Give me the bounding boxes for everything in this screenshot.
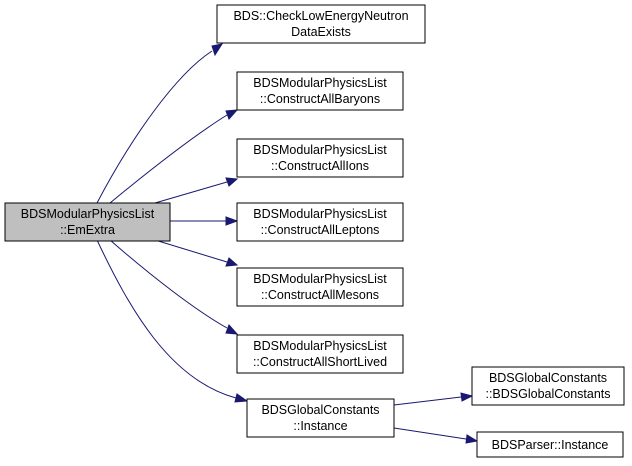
node-label-line: ::BDSGlobalConstants: [485, 387, 610, 401]
node-global-constants-constructor[interactable]: BDSGlobalConstants ::BDSGlobalConstants: [471, 366, 625, 406]
edge-root-to-construct-all-ions: [154, 181, 228, 204]
arrowhead: [460, 392, 474, 402]
arrowhead: [234, 393, 249, 403]
arrowhead: [225, 109, 239, 120]
node-check-low-energy-neutron-data-exists[interactable]: BDS::CheckLowEnergyNeutron DataExists: [216, 4, 426, 44]
node-label-line: BDSModularPhysicsList: [21, 207, 155, 221]
node-label-line: ::ConstructAllIons: [271, 159, 369, 173]
node-label-line: ::ConstructAllMesons: [261, 288, 379, 302]
arrowhead: [465, 434, 479, 444]
node-label-line: BDSModularPhysicsList: [253, 76, 387, 90]
node-label-line: ::EmExtra: [60, 223, 115, 237]
node-label-line: BDSModularPhysicsList: [253, 272, 387, 286]
node-construct-all-leptons[interactable]: BDSModularPhysicsList ::ConstructAllLept…: [236, 202, 404, 242]
node-global-constants-instance[interactable]: BDSGlobalConstants ::Instance: [246, 398, 395, 438]
node-label-line: BDSGlobalConstants: [261, 403, 379, 417]
edge-root-to-construct-all-mesons: [154, 239, 228, 263]
edge-instance-to-global-constants-ctor: [393, 396, 462, 406]
node-label-line: BDSModularPhysicsList: [253, 207, 387, 221]
node-label-line: ::ConstructAllBaryons: [260, 92, 380, 106]
arrowhead: [225, 257, 239, 267]
node-label-line: DataExists: [291, 25, 351, 39]
call-edges: [96, 43, 479, 444]
node-em-extra[interactable]: BDSModularPhysicsList ::EmExtra: [4, 202, 171, 242]
edge-root-to-construct-all-short-lived: [109, 239, 228, 329]
edge-root-to-global-constants-instance: [96, 239, 237, 399]
node-construct-all-baryons[interactable]: BDSModularPhysicsList ::ConstructAllBary…: [236, 71, 404, 111]
node-construct-all-ions[interactable]: BDSModularPhysicsList ::ConstructAllIons: [236, 138, 404, 178]
node-label-line: ::ConstructAllLeptons: [261, 223, 380, 237]
arrowhead: [225, 177, 239, 187]
node-label-line: BDS::CheckLowEnergyNeutron: [233, 9, 408, 23]
node-label-line: BDSParser::Instance: [492, 438, 609, 452]
node-construct-all-short-lived[interactable]: BDSModularPhysicsList ::ConstructAllShor…: [236, 334, 404, 374]
edge-root-to-check-low-energy-neutron: [96, 50, 213, 204]
arrowhead: [225, 216, 239, 226]
node-label-line: ::ConstructAllShortLived: [253, 355, 387, 369]
node-parser-instance[interactable]: BDSParser::Instance: [476, 431, 624, 458]
edge-root-to-construct-all-baryons: [109, 114, 228, 204]
node-label-line: BDSModularPhysicsList: [253, 339, 387, 353]
arrowhead: [211, 43, 224, 57]
node-label-line: ::Instance: [293, 419, 347, 433]
node-label-line: BDSModularPhysicsList: [253, 143, 387, 157]
edge-instance-to-parser-instance: [393, 427, 467, 440]
arrowhead: [225, 324, 239, 335]
node-construct-all-mesons[interactable]: BDSModularPhysicsList ::ConstructAllMeso…: [236, 267, 404, 307]
node-label-line: BDSGlobalConstants: [489, 371, 607, 385]
